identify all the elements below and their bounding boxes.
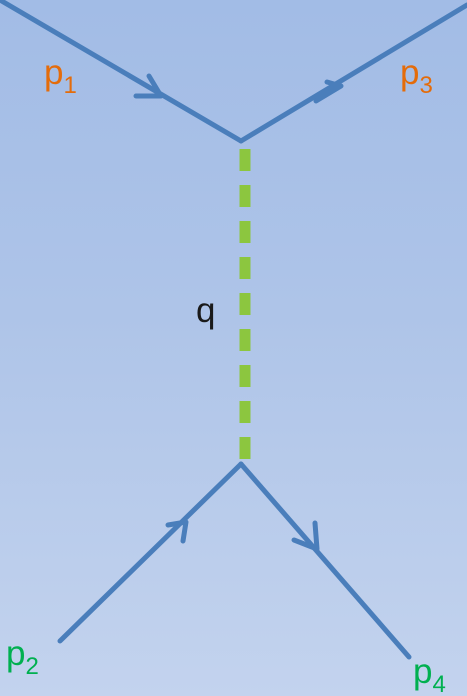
incoming-line-p1 (0, 0, 244, 144)
label-p4-subscript: 4 (432, 671, 445, 696)
arrow-p4-icon (291, 520, 320, 552)
label-p1: p1 (44, 53, 77, 99)
arrow-p1-icon (133, 73, 164, 99)
arrow-p2-icon (165, 519, 189, 544)
incoming-line-p2 (57, 461, 244, 644)
label-p2-subscript: 2 (25, 653, 38, 680)
label-p3-subscript: 3 (419, 72, 432, 99)
label-q: q (196, 291, 215, 330)
label-p1-subscript: 1 (63, 72, 76, 99)
label-p3: p3 (400, 53, 433, 99)
arrow-p3-icon (313, 79, 344, 104)
label-p4: p4 (413, 652, 446, 696)
outgoing-line-p4 (238, 461, 412, 660)
outgoing-line-p3 (238, 2, 467, 144)
label-p2: p2 (6, 634, 39, 680)
